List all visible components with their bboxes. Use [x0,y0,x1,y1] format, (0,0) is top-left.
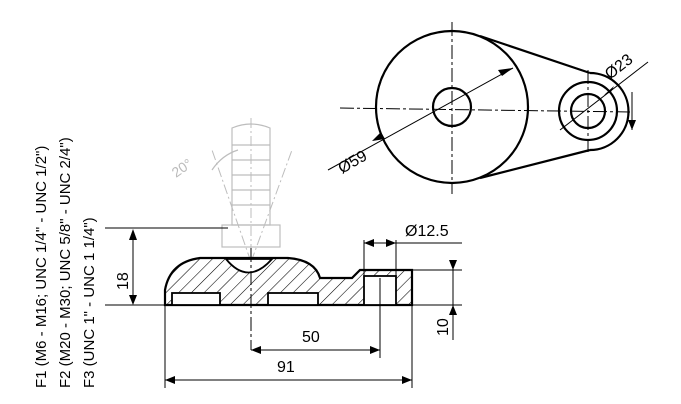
relief-left [171,292,221,306]
thread-note-f3: F3 (UNC 1" - UNC 1 1/4") [81,217,98,388]
thread-notes: F1 (M6 - M16; UNC 1/4" - UNC 1/2") F2 (M… [33,137,98,388]
dim-length: 91 [277,359,295,376]
thread-note-f2: F2 (M20 - M30; UNC 5/8" - UNC 2/4") [57,137,74,388]
arrowhead [372,132,385,141]
tilt-axis-right [250,149,293,263]
section-dimensions: 18 Ø12.5 10 50 91 [105,223,462,388]
dim-thickness: 10 [435,318,452,336]
dim-angle: 20° [169,155,196,180]
diameter-59-leader [327,67,514,171]
dim-center-distance: 50 [302,329,320,346]
arrowhead [498,68,513,76]
top-view: Ø59 Ø23 [327,22,649,194]
tangent-edge-bottom [479,148,591,180]
section-view [163,248,414,350]
tilt-axis-left [211,149,252,263]
dim-d-large: Ø59 [336,148,371,178]
tangent-edge-top [479,34,591,75]
arrowhead [604,86,614,95]
angle-arc [211,149,239,171]
dim-hole: Ø12.5 [405,223,449,240]
relief-mid [267,292,319,306]
dim-height: 18 [115,272,132,290]
thread-note-f1: F1 (M6 - M16; UNC 1/4" - UNC 1/2") [33,146,50,388]
dim-d-small: Ø23 [602,51,636,83]
arrowhead [628,120,636,130]
stud-ghost: 20° [169,118,293,263]
centerline-horizontal [339,107,631,113]
section-outline [163,256,414,307]
diameter-23-leader [559,61,649,131]
section-hatch [165,258,412,305]
